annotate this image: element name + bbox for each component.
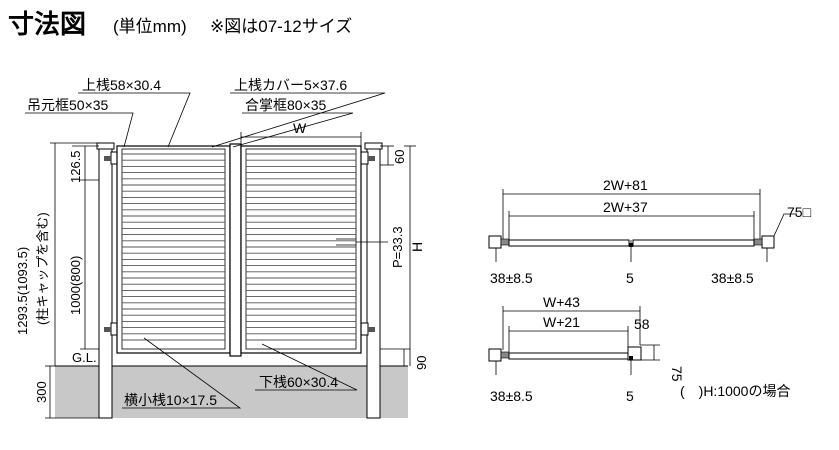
- dim-right-offset-double: 38±8.5: [711, 270, 754, 286]
- dim-w43: W+43: [543, 294, 580, 310]
- dim-total-height: 1293.5(1093.5): [15, 247, 30, 335]
- label-hinge-frame: 吊元框50×35: [27, 97, 109, 113]
- dim-126-5: 126.5: [68, 150, 83, 183]
- unit-note: (単位mm): [113, 17, 187, 36]
- dim-75: 75: [669, 366, 685, 382]
- dim-w21: W+21: [543, 314, 580, 330]
- label-slat: 横小桟10×17.5: [124, 392, 217, 408]
- dim-60: 60: [392, 150, 407, 164]
- right-door: [240, 145, 362, 354]
- page-title: 寸法図: [8, 9, 86, 39]
- dim-2w37: 2W+37: [603, 199, 648, 215]
- dim-2w81: 2W+81: [603, 177, 648, 193]
- label-top-rail: 上桟58×30.4: [82, 77, 161, 93]
- post-cap-note: (柱キャップを含む): [35, 212, 50, 325]
- left-door: [116, 145, 231, 354]
- label-bottom-rail: 下桟60×30.4: [259, 374, 338, 390]
- dim-90: 90: [414, 356, 429, 370]
- front-elevation: 上桟58×30.4 上桟カバー5×37.6 吊元框50×35 合掌框80×35 …: [15, 77, 429, 419]
- ground-area: [55, 366, 408, 418]
- right-post: [366, 147, 381, 419]
- plan-single-leaf: [508, 352, 629, 360]
- plan-left-leaf: [508, 239, 630, 247]
- dim-58: 58: [634, 316, 650, 332]
- footnote: ( )H:1000の場合: [680, 383, 790, 399]
- size-note: ※図は07-12サイズ: [210, 17, 352, 36]
- left-post: [98, 147, 113, 419]
- dim-gap-single: 5: [626, 388, 634, 404]
- plan-view-double: 2W+81 2W+37 75□ 38±8.5 5 38±8.5: [488, 177, 812, 286]
- plan-view-single: W+43 W+21 58 75 38±8.5 5: [488, 294, 685, 404]
- label-gl: G.L.: [72, 350, 97, 365]
- dim-1000-800: 1000(800): [68, 256, 83, 315]
- dim-left-offset-double: 38±8.5: [490, 270, 533, 286]
- dim-left-offset-single: 38±8.5: [490, 388, 533, 404]
- dim-post-75: 75□: [787, 204, 812, 220]
- plan-right-leaf: [632, 239, 755, 247]
- dim-height: H: [409, 242, 425, 252]
- dim-300: 300: [34, 381, 49, 403]
- dim-center-gap: 5: [626, 270, 634, 286]
- label-top-rail-cover: 上桟カバー5×37.6: [234, 77, 347, 93]
- meeting-frame: [229, 143, 242, 357]
- dim-pitch: P=33.3: [390, 226, 405, 268]
- label-meeting-frame: 合掌框80×35: [245, 97, 327, 113]
- dim-width: W: [293, 120, 307, 136]
